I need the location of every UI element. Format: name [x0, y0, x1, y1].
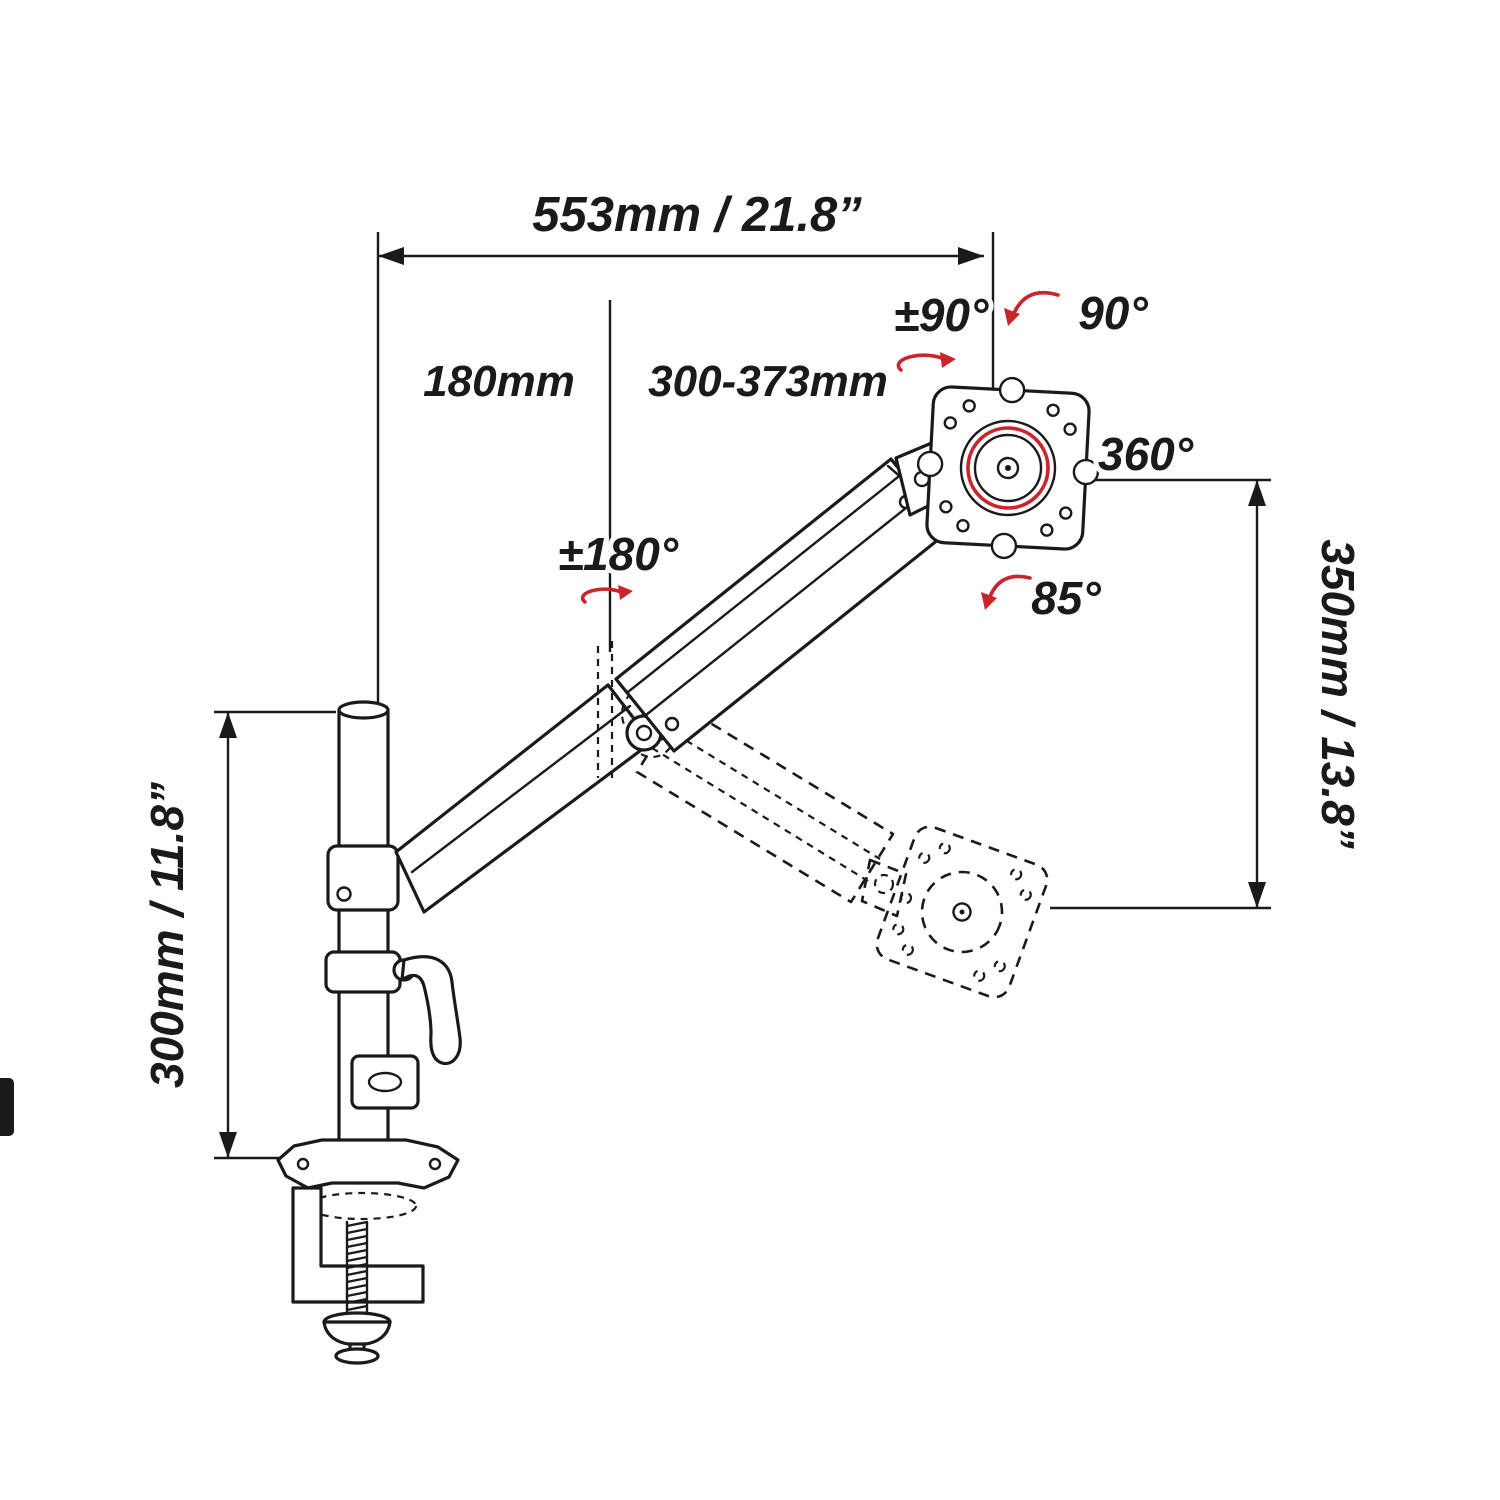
elbow-rotation-axis: [596, 641, 614, 782]
desk-clamp: [276, 1138, 460, 1365]
vesa-rotation-ring: [966, 426, 1050, 510]
ghost-vesa-plate: [875, 825, 1049, 999]
arm-rotation-180-arrow: [580, 585, 633, 604]
gas-spring-arm: [614, 457, 951, 753]
partial-object-left-edge: [0, 1078, 14, 1136]
dim-arrow-pole-bottom: [219, 1132, 237, 1158]
dim-arrow-up: [1248, 480, 1266, 506]
vesa-screw-holes: [939, 399, 1077, 537]
label-full-rotation: 360°: [1098, 428, 1194, 480]
ghost-vesa-center-dot: [959, 909, 965, 915]
clamp-screw: [322, 1220, 392, 1365]
ghost-arm-outline: [635, 702, 895, 904]
vesa-center-hole: [996, 456, 1020, 480]
label-pole-offset: 180mm: [423, 357, 575, 406]
lower-arm-edge-line: [410, 704, 632, 874]
label-arm-reach: 300-373mm: [648, 357, 888, 406]
collar-screw: [336, 886, 352, 902]
swivel-rotation-arrow: [896, 352, 956, 372]
label-tilt-down: 85°: [1031, 572, 1101, 624]
pole-top-cap: [337, 700, 390, 720]
vesa-center-ring-inner: [973, 433, 1043, 503]
lever-handle: [400, 955, 462, 1066]
ghost-vesa-center-hole: [952, 902, 972, 922]
label-height-range: 350mm / 13.8”: [1312, 539, 1364, 848]
desk-hole-hidden: [306, 1191, 418, 1221]
ghost-vesa-center-ring: [920, 870, 1004, 954]
label-pole-height: 300mm / 11.8”: [141, 782, 193, 1088]
monitor-arm-drawing: [0, 376, 1100, 1365]
dim-arrow-down: [1248, 882, 1266, 908]
lower-arm: [394, 683, 654, 914]
clamp-screw-thread: [345, 1220, 369, 1318]
gas-spring-arm-channel-lines: [626, 471, 923, 717]
dim-arrow-pole-top: [219, 712, 237, 738]
base-screw-right: [428, 1157, 442, 1171]
pole-clamp-lever: [324, 950, 462, 1066]
label-swivel-rotation: ±90°: [894, 289, 989, 341]
ghost-arm-inner-lines: [651, 726, 881, 882]
vesa-plate: [916, 376, 1100, 560]
ghost-head-bracket: [860, 858, 908, 918]
pole-mid-bracket: [350, 1054, 420, 1110]
arm-mount-collar: [326, 844, 400, 912]
dim-arrow-right: [958, 247, 984, 265]
dim-arrow-left: [378, 247, 404, 265]
clamp-band: [324, 950, 402, 994]
clamp-knob-cup: [322, 1320, 392, 1346]
tilt-down-85-arrow: [981, 574, 1032, 610]
vesa-notch-top: [998, 376, 1026, 404]
dimension-labels: 553mm / 21.8” 180mm 300-373mm ±90° 90° 3…: [136, 183, 1369, 1093]
mid-bracket-slot: [367, 1071, 403, 1093]
label-total-reach: 553mm / 21.8”: [532, 188, 862, 242]
elbow-pivot-inner: [635, 724, 653, 742]
ghost-head-screw: [899, 891, 913, 905]
tilt-up-90-arrow: [1004, 290, 1060, 326]
label-arm-rotation: ±180°: [558, 528, 679, 580]
base-screw-left: [296, 1157, 310, 1171]
vesa-notch-bottom: [990, 532, 1018, 560]
pole: [337, 700, 390, 1162]
collar-body: [326, 844, 400, 912]
vesa-center-dot: [1005, 465, 1011, 471]
label-tilt-up: 90°: [1078, 287, 1148, 339]
clamp-knob-base: [334, 1347, 380, 1365]
mid-bracket-body: [350, 1054, 420, 1110]
ghost-vesa-screw-holes: [892, 842, 1032, 982]
vesa-notch-right: [1072, 458, 1100, 486]
arm-screw-elbow-end: [664, 716, 680, 732]
vesa-notch-left: [916, 450, 944, 478]
ghost-arm-lowered-position: [628, 702, 1049, 999]
vesa-center-ring-outer: [959, 419, 1057, 517]
dimension-lines: [214, 232, 1271, 1160]
c-clamp-bracket: [291, 1186, 425, 1304]
ghost-head-pivot: [873, 873, 895, 895]
rotation-indicators: [580, 290, 1060, 610]
